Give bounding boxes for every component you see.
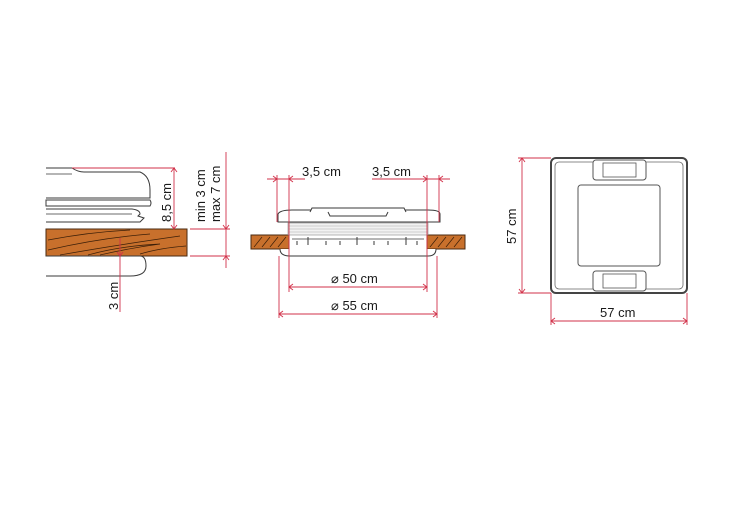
left-margin-label: 3,5 cm (302, 164, 341, 179)
side-view: 8,5 cm min 3 cm max 7 cm 3 cm (45, 152, 230, 312)
top-view: 57 cm 57 cm (504, 157, 688, 325)
top-width-label: 57 cm (600, 305, 635, 320)
cutout-diameter-label: ⌀ 50 cm (331, 271, 378, 286)
roof-thickness-min-label: min 3 cm (193, 169, 208, 222)
roof-thickness-max-label: max 7 cm (208, 166, 223, 222)
outer-diameter-label: ⌀ 55 cm (331, 298, 378, 313)
top-height-label: 57 cm (504, 209, 519, 244)
inner-depth-label: 3 cm (106, 282, 121, 310)
roof-wood-section (45, 228, 188, 257)
right-margin-label: 3,5 cm (372, 164, 411, 179)
side-height-label: 8,5 cm (159, 183, 174, 222)
front-view: 3,5 cm 3,5 cm ⌀ 50 cm ⌀ 55 cm (250, 164, 466, 318)
